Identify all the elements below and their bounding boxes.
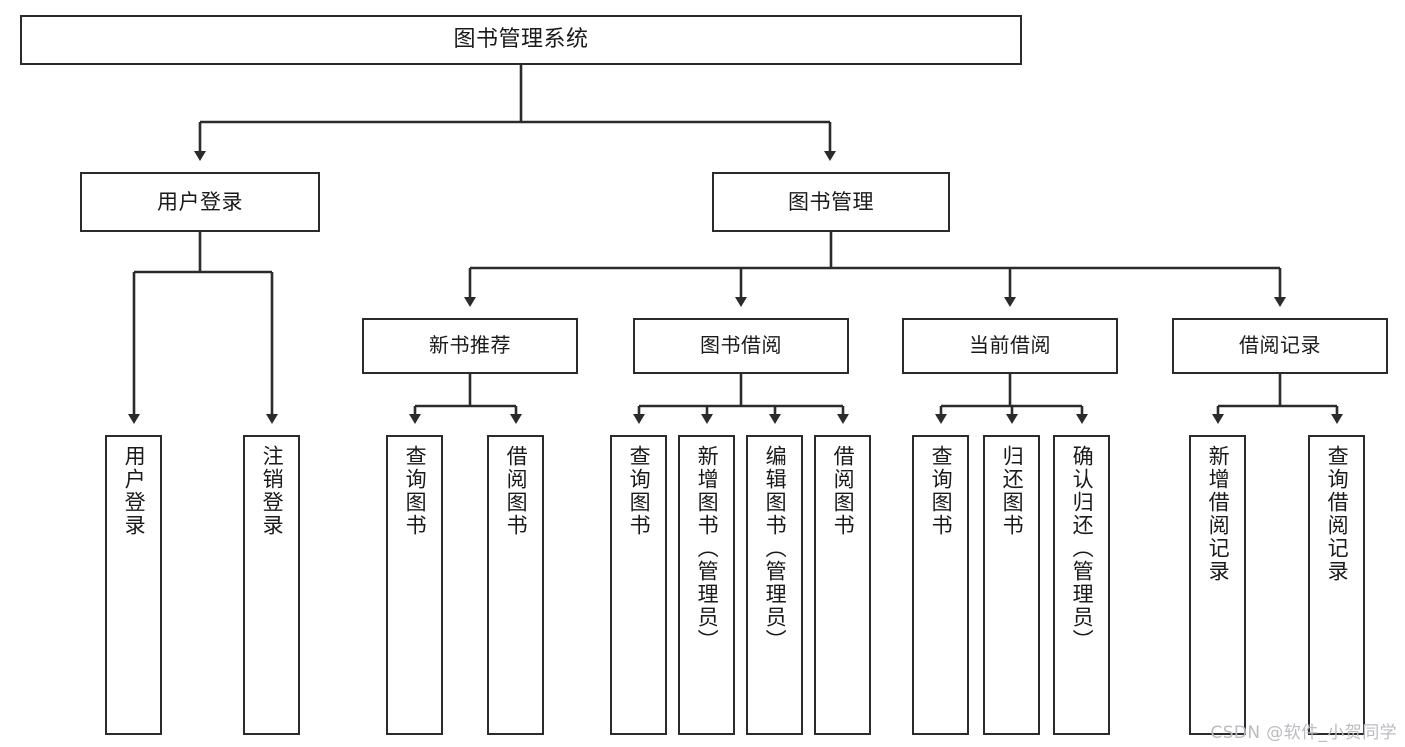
node-user-login[interactable]: 用户登录 — [80, 172, 320, 232]
leaf-query-books-borrow[interactable]: 查询图书 — [610, 435, 667, 735]
node-borrowing-records[interactable]: 借阅记录 — [1172, 318, 1388, 374]
leaf-edit-book-admin[interactable]: 编辑图书（管理员） — [746, 435, 803, 735]
node-new-book-recommendation[interactable]: 新书推荐 — [362, 318, 578, 374]
leaf-user-login[interactable]: 用户登录 — [105, 435, 162, 735]
leaf-add-borrow-record[interactable]: 新增借阅记录 — [1189, 435, 1246, 735]
node-label: 当前借阅 — [969, 333, 1051, 358]
node-book-borrowing[interactable]: 图书借阅 — [633, 318, 849, 374]
leaf-borrow-books-new[interactable]: 借阅图书 — [487, 435, 544, 735]
node-label: 借阅图书 — [504, 445, 529, 537]
leaf-query-books-new[interactable]: 查询图书 — [386, 435, 443, 735]
node-label: 借阅记录 — [1239, 333, 1321, 358]
node-label: 确认归还（管理员） — [1070, 445, 1095, 652]
leaf-return-books[interactable]: 归还图书 — [983, 435, 1040, 735]
node-label: 新书推荐 — [429, 333, 511, 358]
node-label: 图书管理 — [788, 189, 874, 214]
node-label: 借阅图书 — [831, 445, 856, 537]
node-label: 新增图书（管理员） — [695, 445, 720, 652]
leaf-logout[interactable]: 注销登录 — [243, 435, 300, 735]
leaf-query-borrow-record[interactable]: 查询借阅记录 — [1308, 435, 1365, 735]
node-label: 注销登录 — [260, 445, 285, 537]
node-label: 归还图书 — [1000, 445, 1025, 537]
node-book-management[interactable]: 图书管理 — [712, 172, 950, 232]
node-label: 查询借阅记录 — [1325, 445, 1350, 583]
node-label: 图书借阅 — [700, 333, 782, 358]
leaf-confirm-return-admin[interactable]: 确认归还（管理员） — [1053, 435, 1110, 735]
node-book-management-system[interactable]: 图书管理系统 — [20, 15, 1022, 65]
watermark-text: CSDN @软件_小贺同学 — [1210, 723, 1397, 743]
node-label: 用户登录 — [122, 445, 147, 537]
node-label: 查询图书 — [403, 445, 428, 537]
node-label: 新增借阅记录 — [1206, 445, 1231, 583]
node-label: 图书管理系统 — [453, 27, 589, 53]
leaf-query-books-current[interactable]: 查询图书 — [912, 435, 969, 735]
node-label: 编辑图书（管理员） — [763, 445, 788, 652]
node-label: 用户登录 — [157, 189, 243, 214]
node-label: 查询图书 — [929, 445, 954, 537]
node-current-borrowing[interactable]: 当前借阅 — [902, 318, 1118, 374]
leaf-add-book-admin[interactable]: 新增图书（管理员） — [678, 435, 735, 735]
node-label: 查询图书 — [627, 445, 652, 537]
leaf-borrow-books[interactable]: 借阅图书 — [814, 435, 871, 735]
